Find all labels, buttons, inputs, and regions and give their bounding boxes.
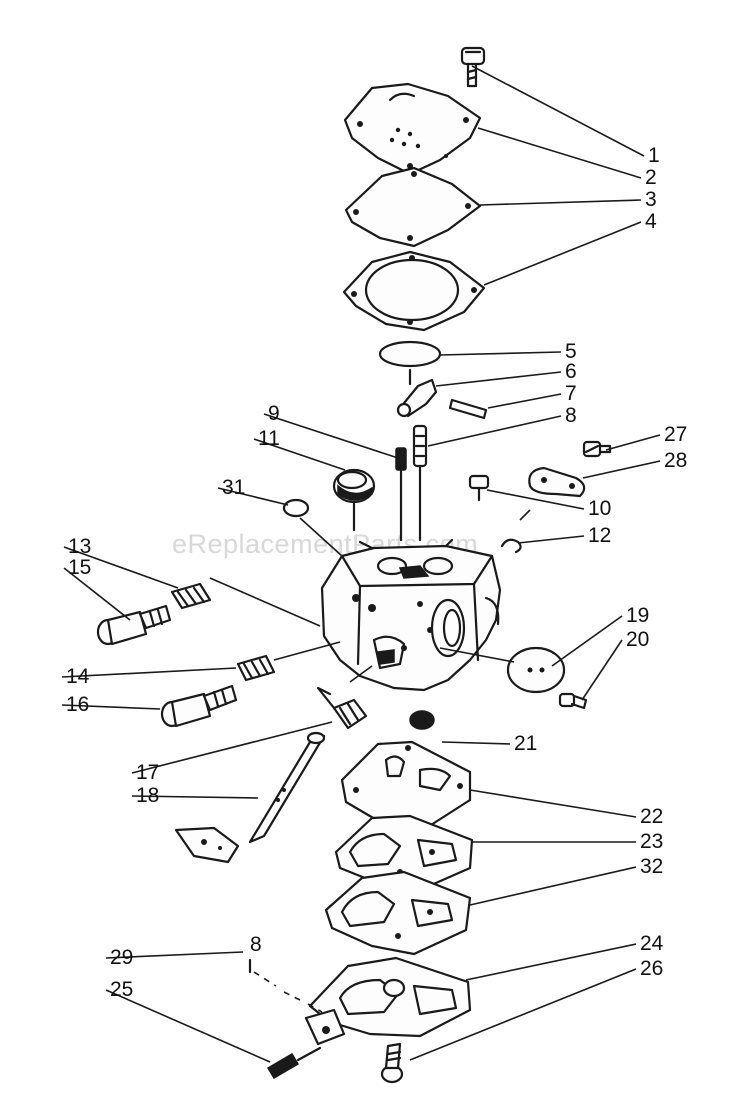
part-28-plate [528, 466, 586, 498]
callout-leader-1 [471, 65, 645, 157]
part-5-disc [378, 340, 442, 368]
callout-leader-18 [131, 795, 259, 799]
callout-label-17: 17 [136, 761, 159, 784]
callout-leader-20 [581, 639, 623, 701]
callout-leader-3 [479, 199, 642, 206]
callout-leader-32 [469, 866, 637, 906]
callout-label-11: 11 [258, 427, 280, 450]
callout-label-5: 5 [565, 340, 577, 363]
part-16-screw [160, 684, 238, 728]
alignment-lines [209, 517, 515, 683]
part-10-screw [468, 474, 490, 502]
part-27-screw [582, 440, 612, 458]
callout-label-12: 12 [588, 524, 611, 547]
callout-leader-28 [582, 460, 661, 479]
callout-leader-12 [517, 535, 585, 544]
callout-label-9: 9 [268, 402, 280, 425]
part-4-gasket [342, 250, 486, 332]
callout-label-24: 24 [640, 932, 664, 955]
callout-label-23: 23 [640, 830, 663, 853]
callout-label-8: 8 [565, 404, 577, 427]
callout-leader-19 [551, 615, 623, 667]
callout-label-31: 31 [222, 476, 245, 499]
part-32-diaphragm [324, 870, 472, 956]
part-18-throttle-shaft [174, 731, 326, 864]
callout-leader-5 [439, 351, 562, 356]
callout-label-20: 20 [626, 628, 649, 651]
part-21-screen [409, 710, 435, 730]
callout-leader-13 [63, 546, 179, 589]
callout-leader-17 [131, 721, 333, 774]
part-19-throttle-plate [506, 646, 566, 694]
part-20-screw [558, 692, 588, 710]
part-23-gasket [334, 814, 474, 892]
callout-label-1: 1 [648, 144, 660, 167]
callout-leader-7 [487, 393, 562, 409]
callout-leader-2 [477, 127, 642, 179]
callout-label-19: 19 [626, 604, 649, 627]
callout-label-10: 10 [588, 497, 611, 520]
part-29-pin [248, 958, 323, 1013]
callout-label-32: 32 [640, 855, 663, 878]
callout-label-3: 3 [645, 188, 657, 211]
callout-label-4: 4 [645, 210, 657, 233]
part-6-inlet-lever [396, 368, 438, 418]
part-25-screw [266, 1046, 322, 1080]
part-15-screw [96, 604, 172, 646]
callout-leader-26 [409, 968, 637, 1061]
callout-leader-4 [483, 221, 642, 286]
callout-label-14: 14 [66, 665, 90, 688]
part-9-spring [395, 447, 407, 542]
callout-layer: 1234567891131272810121315141619202117182… [61, 65, 687, 1063]
carburetor-body [320, 538, 502, 692]
callout-leader-15 [63, 567, 131, 621]
callout-leader-11 [253, 438, 346, 471]
part-12-clip [500, 509, 531, 554]
callout-leader-27 [605, 434, 661, 451]
callout-leader-6 [435, 371, 562, 387]
callout-label-16: 16 [66, 693, 89, 716]
part-31-welch-plug [282, 498, 310, 518]
callout-leader-10 [486, 489, 585, 510]
callout-leader-16 [61, 704, 161, 710]
part-1-screw [460, 46, 486, 88]
callout-label-13: 13 [68, 535, 91, 558]
callout-label-18: 18 [136, 784, 159, 807]
part-26-screw [380, 1042, 404, 1084]
callout-label-7: 7 [565, 382, 577, 405]
part-14-spring [236, 654, 276, 682]
part-2-pump-cover [343, 82, 482, 176]
callout-leader-21 [441, 741, 511, 745]
callout-label-26: 26 [640, 957, 663, 980]
part-22-gasket [340, 740, 472, 834]
part-3-diaphragm [344, 166, 482, 248]
callout-leader-8 [427, 415, 562, 447]
callout-leader-22 [469, 789, 637, 818]
extra-label-8: 8 [250, 933, 262, 956]
callout-label-21: 21 [514, 732, 537, 755]
part-11-plug [332, 468, 376, 532]
callout-label-22: 22 [640, 805, 663, 828]
callout-label-27: 27 [664, 423, 687, 446]
callout-leader-24 [465, 943, 637, 981]
part-17-spring [316, 686, 368, 730]
part-8-needle [412, 424, 428, 542]
part-7-pin [448, 398, 488, 420]
part-24-cover [304, 956, 472, 1046]
callout-leader-14 [61, 667, 237, 678]
callout-leader-31 [217, 487, 289, 506]
callout-label-29: 29 [110, 946, 133, 969]
callout-label-15: 15 [68, 556, 91, 579]
part-13-spring [170, 582, 212, 610]
callout-label-28: 28 [664, 449, 687, 472]
callout-label-6: 6 [565, 360, 577, 383]
callout-leader-25 [105, 989, 271, 1063]
extra-label-layer: 8 [250, 933, 262, 956]
callout-label-25: 25 [110, 978, 133, 1001]
callout-label-2: 2 [645, 166, 657, 189]
callout-leader-9 [263, 413, 399, 459]
callout-leader-29 [105, 951, 244, 959]
